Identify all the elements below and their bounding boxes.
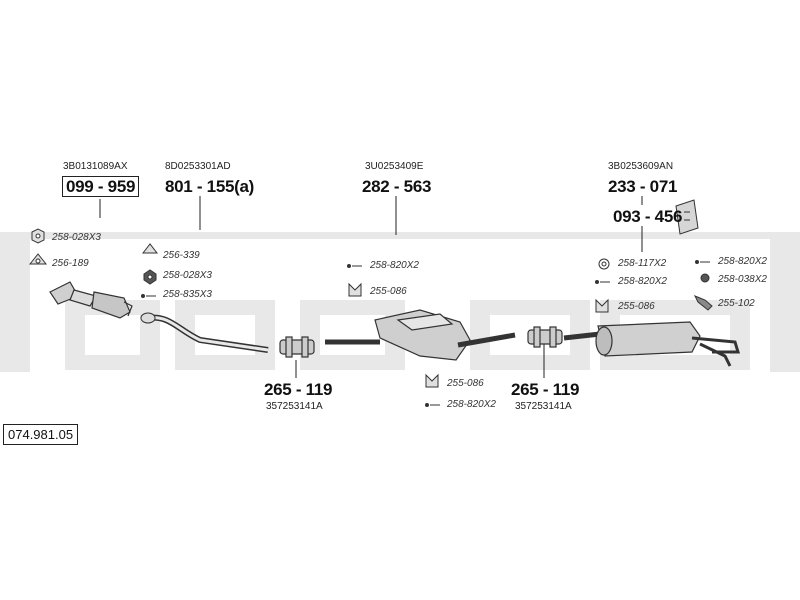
clamp-left [279,336,315,358]
accessory-link[interactable]: 255-102 [718,298,755,309]
accessory-link[interactable]: 256-339 [163,250,200,261]
hardware-icons [28,228,713,407]
accessory-link[interactable]: 258-038X2 [718,274,767,285]
accessory-link[interactable]: 258-835X3 [163,289,212,300]
part-number-link[interactable]: 233 - 071 [608,177,678,196]
rear-muffler [563,321,741,367]
part-number-link[interactable]: 093 - 456 [613,207,683,226]
leader-lines [99,196,643,378]
accessory-link[interactable]: 258-820X2 [718,256,767,267]
accessory-link[interactable]: 258-117X2 [618,258,667,269]
accessory-link[interactable]: 255-086 [370,286,407,297]
diagram-reference-number: 074.981.05 [3,424,79,445]
oe-number: 3U0253409E [365,161,424,172]
front-pipe-catalyst [49,281,133,319]
part-number-link[interactable]: 282 - 563 [362,177,432,196]
accessory-link[interactable]: 258-028X3 [163,270,212,281]
accessory-link[interactable]: 258-820X2 [618,276,667,287]
oe-number: 357253141A [515,401,572,412]
clamp-right [527,326,563,348]
accessory-link[interactable]: 258-820X2 [370,260,419,271]
accessory-link[interactable]: 255-086 [447,378,484,389]
heat-shield-part [675,199,699,235]
oe-number: 8D0253301AD [165,161,231,172]
front-pipe [140,312,269,353]
oe-number: 357253141A [266,401,323,412]
oe-number: 3B0131089AX [63,161,128,172]
accessory-link[interactable]: 256-189 [52,258,89,269]
part-number-link[interactable]: 265 - 119 [511,380,580,399]
oe-number: 3B0253609AN [608,161,674,172]
part-number-link[interactable]: 099 - 959 [62,176,140,197]
center-muffler [325,309,516,361]
part-number-link[interactable]: 801 - 155(a) [165,177,255,196]
part-number-link[interactable]: 265 - 119 [264,380,333,399]
accessory-link[interactable]: 258-028X3 [52,232,101,243]
accessory-link[interactable]: 255-086 [618,301,655,312]
accessory-link[interactable]: 258-820X2 [447,399,496,410]
